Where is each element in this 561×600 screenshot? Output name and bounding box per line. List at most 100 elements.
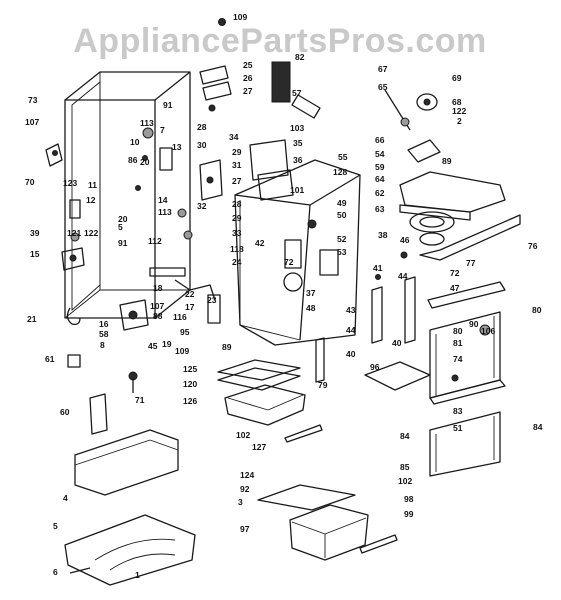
callout-c40b: 40 <box>392 338 402 348</box>
callout-c96: 96 <box>370 362 380 372</box>
callout-c52: 52 <box>337 234 347 244</box>
shelf-rails <box>315 251 416 383</box>
callout-c16: 16 <box>99 319 109 329</box>
callout-c125: 125 <box>183 364 197 374</box>
callout-c6: 6 <box>53 567 58 577</box>
callout-c57: 57 <box>292 88 302 98</box>
callout-c29a: 29 <box>232 147 242 157</box>
callout-c13: 13 <box>172 142 182 152</box>
callout-c82: 82 <box>295 52 305 62</box>
callout-c84b: 84 <box>533 422 543 432</box>
callout-c36: 36 <box>293 155 303 165</box>
callout-c33: 33 <box>232 228 242 238</box>
callout-c60: 60 <box>60 407 70 417</box>
callout-c123: 123 <box>63 178 77 188</box>
callout-c83: 83 <box>453 406 463 416</box>
callout-c46: 46 <box>400 235 410 245</box>
top-control-parts <box>199 18 321 201</box>
callout-c124: 124 <box>240 470 254 480</box>
callout-c8: 8 <box>100 340 105 350</box>
fresh-food-liner <box>234 159 361 346</box>
callout-c35: 35 <box>293 138 303 148</box>
callout-c19: 19 <box>162 339 172 349</box>
callout-c72b: 72 <box>450 268 460 278</box>
watermark-text: AppliancePartsPros.com <box>73 22 486 60</box>
callout-c44b: 44 <box>346 325 356 335</box>
callout-c58: 58 <box>99 329 109 339</box>
callout-c44a: 44 <box>398 271 408 281</box>
callout-c67: 67 <box>378 64 388 74</box>
callout-c71: 71 <box>135 395 145 405</box>
callout-c34: 34 <box>229 132 239 142</box>
callout-c74: 74 <box>453 354 463 364</box>
callout-c107a: 107 <box>25 117 39 127</box>
callout-c12: 12 <box>86 195 96 205</box>
callout-c113b: 113 <box>158 207 172 217</box>
callout-c73: 73 <box>28 95 38 105</box>
callout-c50: 50 <box>337 210 347 220</box>
callout-c102b: 102 <box>398 476 412 486</box>
callout-c45: 45 <box>148 341 158 351</box>
callout-c68: 68 <box>452 97 462 107</box>
callout-c69: 69 <box>452 73 462 83</box>
callout-c59: 59 <box>375 162 385 172</box>
callout-c30: 30 <box>197 140 207 150</box>
callout-c92: 92 <box>240 484 250 494</box>
callout-c116: 116 <box>173 312 187 322</box>
callout-c89b: 89 <box>222 342 232 352</box>
callout-c23: 23 <box>207 295 217 305</box>
callout-c72a: 72 <box>284 257 294 267</box>
callout-c20a: 20 <box>140 157 150 167</box>
callout-c4: 4 <box>63 493 68 503</box>
cabinet-hardware <box>135 127 221 324</box>
left-small-parts <box>45 143 149 393</box>
callout-c85: 85 <box>400 462 410 472</box>
callout-c80a: 80 <box>532 305 542 315</box>
callout-c53: 53 <box>337 247 347 257</box>
callout-c128: 128 <box>333 167 347 177</box>
callout-c66: 66 <box>375 135 385 145</box>
callout-c32: 32 <box>197 201 207 211</box>
callout-c10: 10 <box>130 137 140 147</box>
door-frame-assembly <box>427 281 506 477</box>
callout-c24: 24 <box>232 257 242 267</box>
callout-c103: 103 <box>290 123 304 133</box>
callout-c27b: 27 <box>232 176 242 186</box>
callout-c118: 118 <box>230 244 244 254</box>
callout-c122b: 122 <box>452 106 466 116</box>
callout-c21: 21 <box>27 314 37 324</box>
callout-c29b: 29 <box>232 213 242 223</box>
callout-c28a: 28 <box>197 122 207 132</box>
callout-c109a: 109 <box>233 12 247 22</box>
callout-c28b: 28 <box>232 199 242 209</box>
callout-c97: 97 <box>240 524 250 534</box>
callout-c101: 101 <box>290 185 304 195</box>
callout-c17: 17 <box>185 302 195 312</box>
callout-c38: 38 <box>378 230 388 240</box>
callout-c1: 1 <box>135 570 140 580</box>
callout-c39: 39 <box>30 228 40 238</box>
callout-c41: 41 <box>373 263 383 273</box>
callout-c107b: 107 <box>150 301 164 311</box>
callout-c64: 64 <box>375 174 385 184</box>
callout-c15: 15 <box>30 249 40 259</box>
callout-c65: 65 <box>378 82 388 92</box>
callout-c95: 95 <box>180 327 190 337</box>
callout-c126: 126 <box>183 396 197 406</box>
callout-c22: 22 <box>185 289 195 299</box>
callout-c91b: 91 <box>118 238 128 248</box>
callout-c54: 54 <box>375 149 385 159</box>
callout-c51: 51 <box>453 423 463 433</box>
callout-c63: 63 <box>375 204 385 214</box>
callout-c31: 31 <box>232 160 242 170</box>
callout-c84a: 84 <box>400 431 410 441</box>
right-top-parts <box>384 89 521 261</box>
callout-c127: 127 <box>252 442 266 452</box>
callout-c109b: 109 <box>175 346 189 356</box>
callout-c99: 99 <box>404 509 414 519</box>
callout-c122a: 122 <box>84 228 98 238</box>
callout-c43: 43 <box>346 305 356 315</box>
grille-and-drain-pan <box>64 393 196 586</box>
callout-c61: 61 <box>45 354 55 364</box>
